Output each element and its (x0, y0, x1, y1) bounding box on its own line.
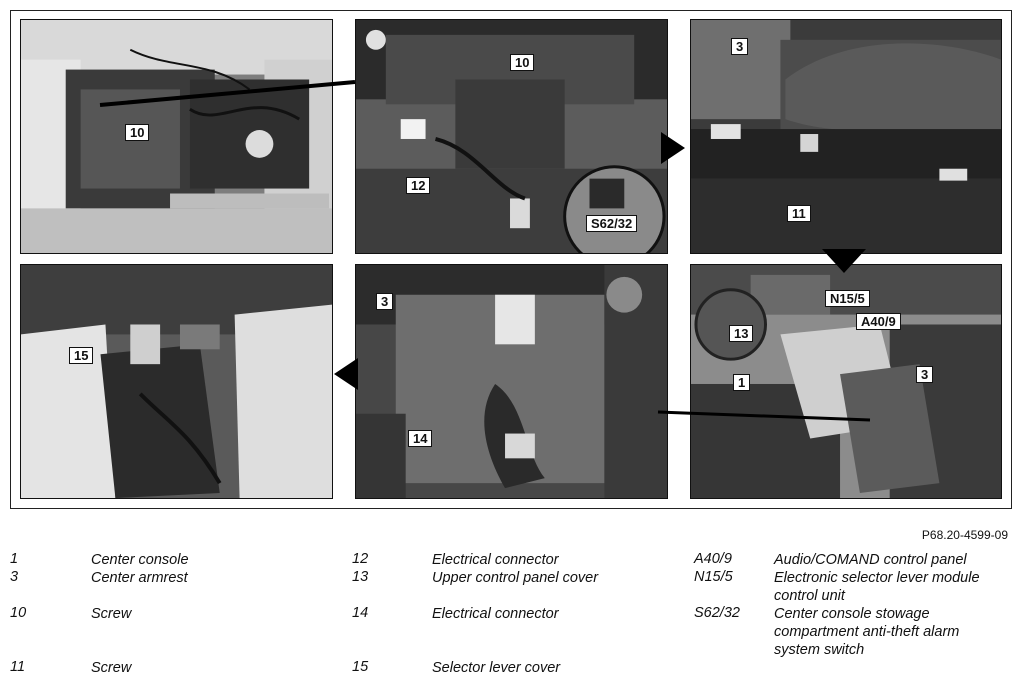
callout-3: 3 (916, 366, 934, 383)
callout-15: 15 (69, 347, 94, 364)
panel-bottom-right: N15/5 A40/9 13 1 3 (690, 264, 1002, 499)
callout-14: 14 (408, 430, 433, 447)
legend-desc: Upper control panel cover (432, 570, 599, 586)
legend-desc: Selector lever cover (432, 660, 561, 676)
panel-top-left: 10 (20, 19, 333, 254)
figure-id: P68.20-4599-09 (921, 528, 1008, 542)
legend-num: A40/9 (694, 551, 732, 567)
legend-num: N15/5 (694, 569, 733, 585)
legend-desc: Electrical connector (432, 552, 559, 568)
callout-12: 12 (406, 177, 431, 194)
callout-3: 3 (731, 38, 749, 55)
legend-num: 11 (10, 659, 26, 675)
panel-top-middle: 10 12 S62/32 (355, 19, 668, 254)
legend-num: 14 (352, 605, 369, 621)
legend-desc: Screw (91, 660, 132, 676)
legend-desc: Screw (91, 606, 132, 622)
legend-desc: Audio/COMAND control panel (774, 552, 967, 568)
legend-desc: Center armrest (91, 570, 188, 586)
legend-desc: Electrical connector (432, 606, 559, 622)
callout-11: 11 (787, 205, 811, 222)
panel-top-right: 3 11 (690, 19, 1002, 254)
callout-3: 3 (376, 293, 394, 310)
legend-num: 12 (352, 551, 369, 567)
panel-bottom-left: 15 (20, 264, 333, 499)
callout-13: 13 (729, 325, 754, 342)
legend-num: 10 (10, 605, 27, 621)
callout-a40-9: A40/9 (856, 313, 901, 330)
callout-10: 10 (510, 54, 535, 71)
legend-num: 15 (352, 659, 369, 675)
legend-desc: Electronic selector lever module control… (774, 570, 980, 604)
legend-desc: Center console (91, 552, 189, 568)
legend-num: S62/32 (694, 605, 740, 621)
callout-n15-5: N15/5 (825, 290, 870, 307)
callout-10: 10 (125, 124, 150, 141)
legend-num: 3 (10, 569, 19, 585)
legend-desc: Center console stowage compartment anti-… (774, 606, 960, 658)
panel-bottom-middle: 3 14 (355, 264, 668, 499)
legend-num: 13 (352, 569, 369, 585)
legend-num: 1 (10, 551, 19, 567)
callout-s62-32: S62/32 (586, 215, 638, 232)
callout-1: 1 (733, 374, 751, 391)
